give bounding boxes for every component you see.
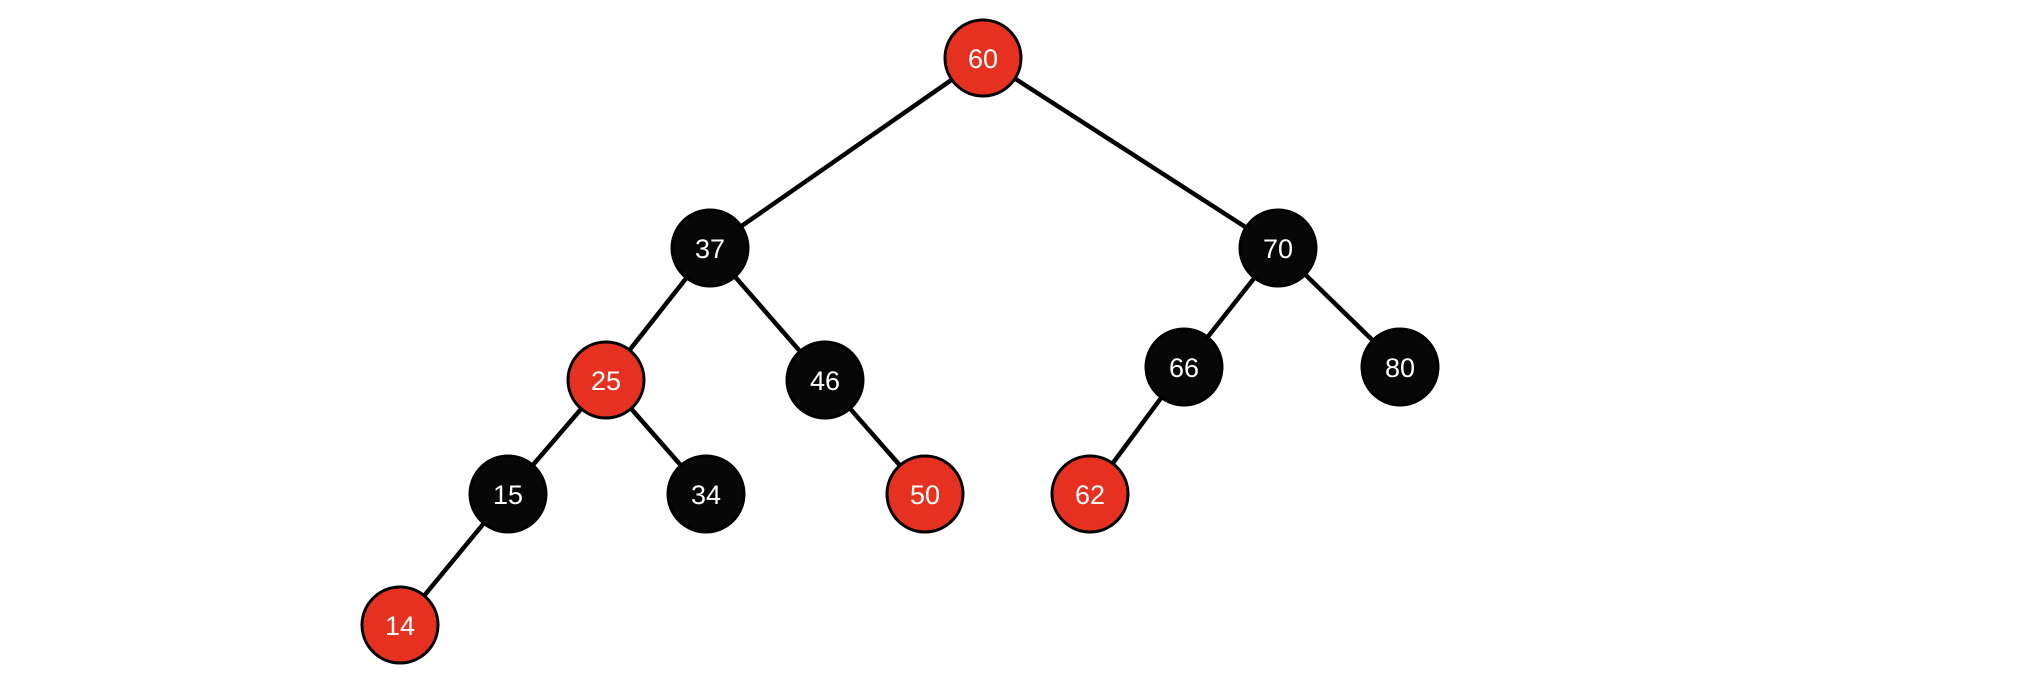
tree-node[interactable]: 15 — [468, 454, 548, 534]
tree-node[interactable]: 80 — [1360, 327, 1440, 407]
node-circle-black[interactable] — [468, 454, 548, 534]
tree-node[interactable]: 50 — [885, 454, 965, 534]
tree-node[interactable]: 34 — [666, 454, 746, 534]
node-circle-black[interactable] — [1360, 327, 1440, 407]
node-circle-red[interactable] — [943, 18, 1023, 98]
node-circle-black[interactable] — [785, 340, 865, 420]
node-circle-red[interactable] — [1050, 454, 1130, 534]
tree-edge — [707, 55, 986, 251]
tree-node[interactable]: 46 — [785, 340, 865, 420]
tree-node[interactable]: 25 — [566, 340, 646, 420]
tree-node[interactable]: 60 — [943, 18, 1023, 98]
tree-node[interactable]: 62 — [1050, 454, 1130, 534]
tree-node[interactable]: 66 — [1144, 327, 1224, 407]
node-circle-black[interactable] — [666, 454, 746, 534]
node-circle-red[interactable] — [566, 340, 646, 420]
node-circle-black[interactable] — [1238, 208, 1318, 288]
edge-layer — [397, 55, 1403, 628]
tree-node[interactable]: 14 — [360, 585, 440, 665]
tree-edge — [980, 55, 1281, 251]
node-circle-black[interactable] — [670, 208, 750, 288]
node-circle-red[interactable] — [885, 454, 965, 534]
tree-node[interactable]: 70 — [1238, 208, 1318, 288]
tree-node[interactable]: 37 — [670, 208, 750, 288]
node-circle-black[interactable] — [1144, 327, 1224, 407]
node-circle-red[interactable] — [360, 585, 440, 665]
